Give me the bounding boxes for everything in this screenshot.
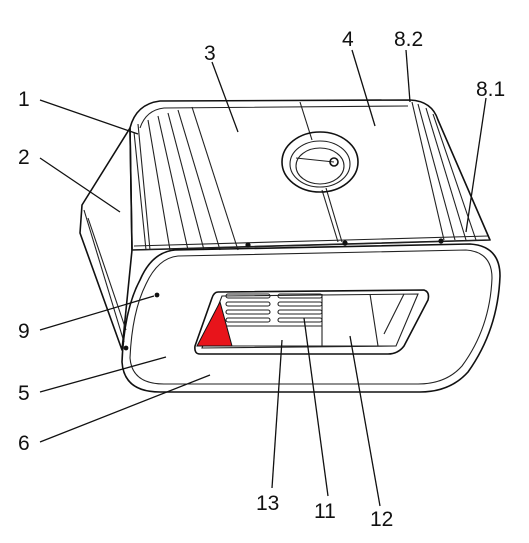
front-frame — [121, 243, 501, 393]
label-2: 2 — [18, 146, 30, 169]
right-ribbed-panel — [411, 101, 477, 241]
label-9: 9 — [18, 320, 30, 343]
screw — [154, 292, 160, 298]
flue-outlet — [281, 131, 359, 193]
label-1: 1 — [18, 88, 30, 111]
leader-lines — [39, 49, 487, 507]
screw — [342, 240, 348, 246]
firebox-interior — [232, 293, 405, 347]
label-8-2: 8.2 — [394, 28, 423, 51]
screw — [123, 345, 129, 351]
label-12: 12 — [370, 508, 393, 531]
label-13: 13 — [256, 492, 279, 515]
grille-slots — [225, 293, 323, 346]
label-11: 11 — [314, 500, 336, 523]
label-6: 6 — [18, 432, 30, 455]
highlighted-component — [196, 300, 233, 347]
part-labels: 1 2 3 4 8.2 8.1 9 5 6 13 11 12 — [18, 28, 505, 531]
label-8-1: 8.1 — [476, 78, 505, 101]
cladding-body — [79, 99, 491, 351]
screw — [245, 242, 251, 248]
screw — [438, 238, 444, 244]
left-ribbed-panel — [133, 106, 239, 251]
label-4: 4 — [342, 28, 354, 51]
label-5: 5 — [18, 382, 30, 405]
label-3: 3 — [204, 42, 216, 65]
